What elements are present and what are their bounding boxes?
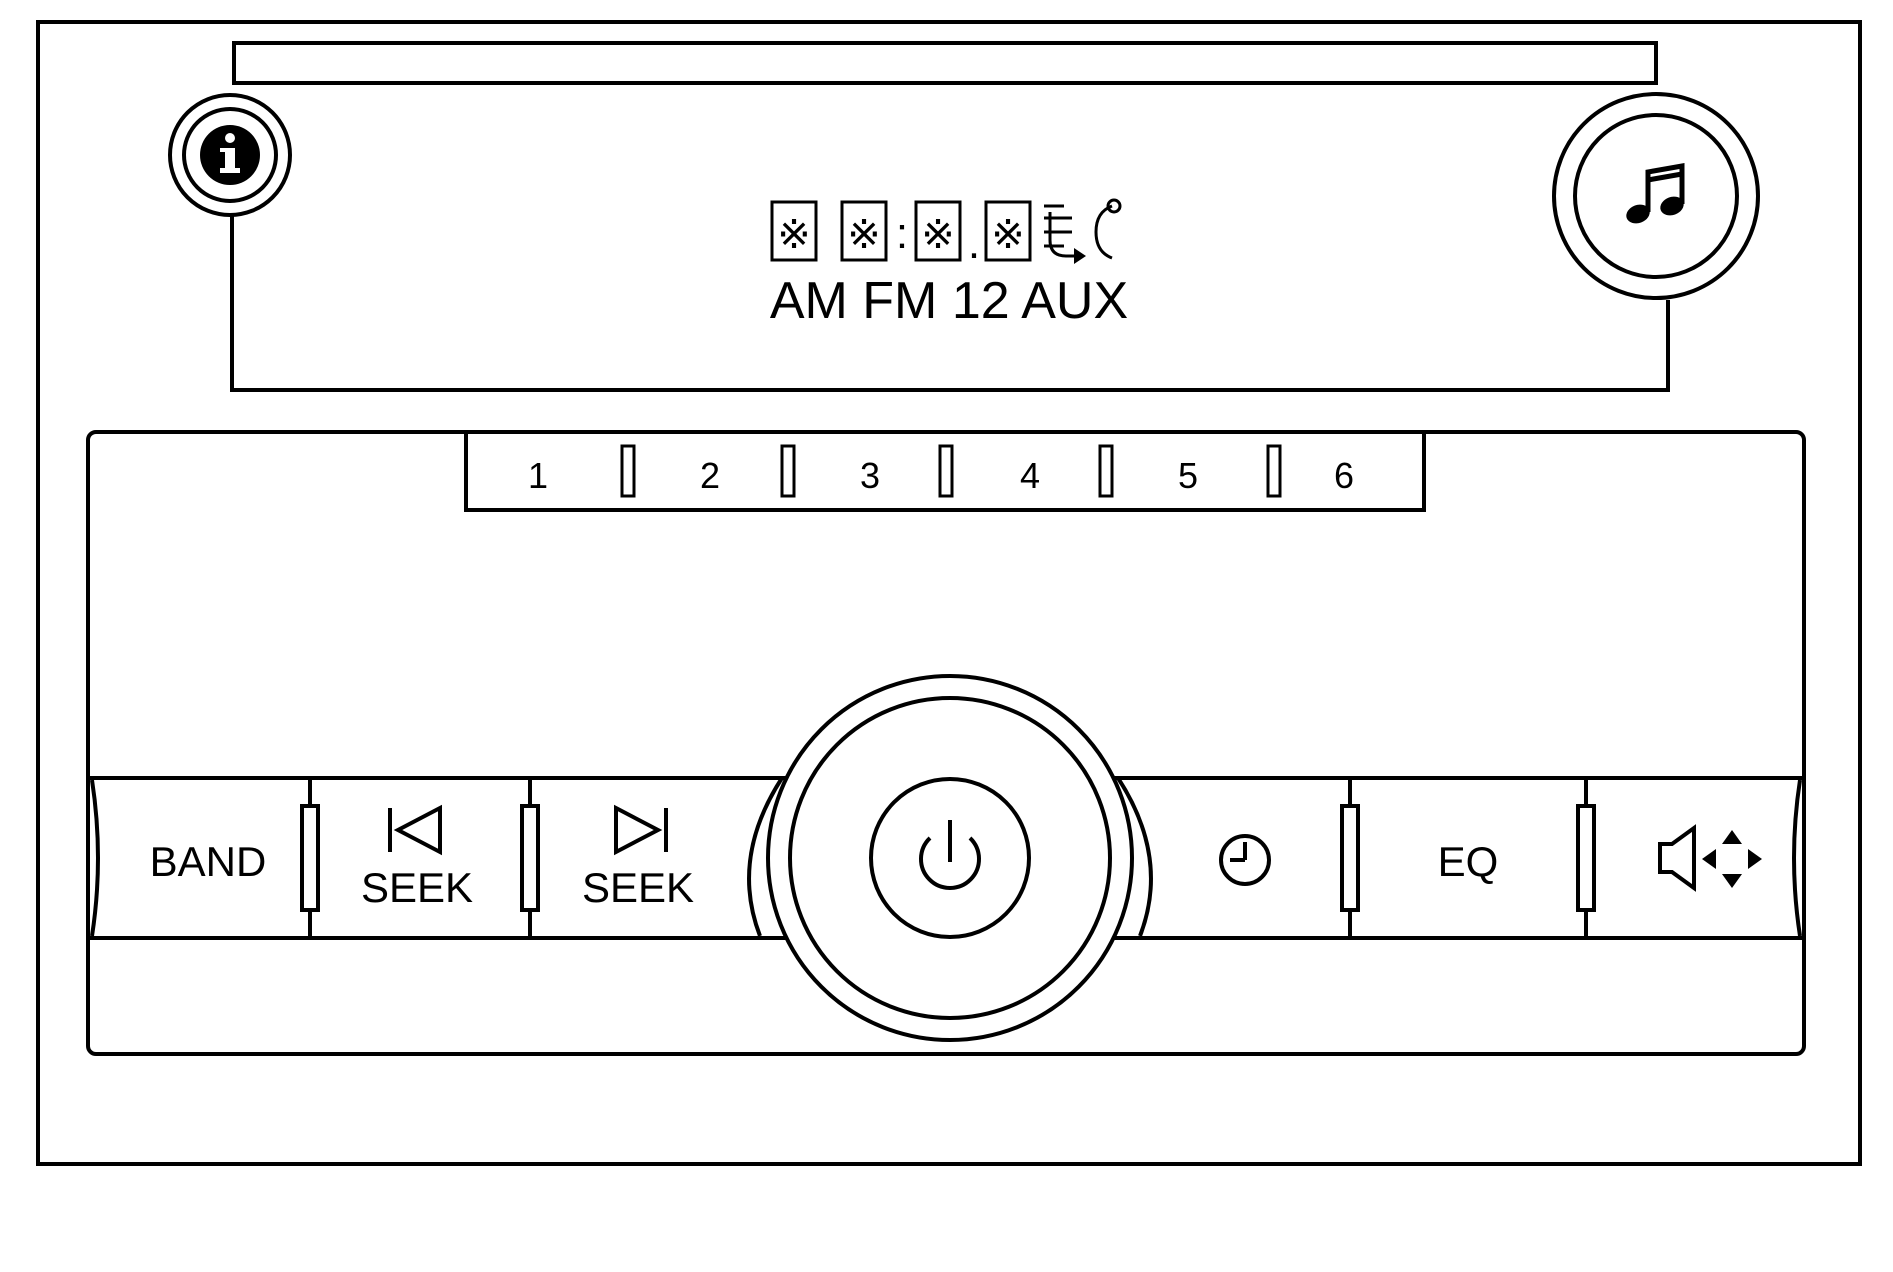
band-button[interactable]: BAND: [150, 838, 267, 885]
speaker-arrows-icon: [1658, 824, 1762, 892]
display-status-line: AM FM 12 AUX: [770, 272, 1128, 330]
preset-bar: [464, 430, 1426, 512]
power-volume-knob[interactable]: [747, 674, 1153, 1042]
preset-button-5[interactable]: 5: [1178, 455, 1198, 496]
repeat-indicator-icon: [1044, 198, 1122, 264]
segment-separator: .: [968, 219, 980, 268]
info-icon: [200, 125, 260, 185]
segment-glyph: ※: [921, 213, 955, 257]
skip-forward-icon: [614, 804, 668, 856]
segment-glyph: ※: [777, 213, 811, 257]
segment-digit: ※: [840, 200, 888, 262]
clock-icon: [1219, 834, 1271, 886]
preset-button-3[interactable]: 3: [860, 455, 880, 496]
seek-back-button[interactable]: SEEK: [361, 804, 473, 911]
seek-back-label: SEEK: [361, 864, 473, 911]
info-button[interactable]: [168, 93, 292, 217]
segment-separator: :: [896, 209, 908, 258]
clock-button[interactable]: [1219, 834, 1271, 886]
preset-button-6[interactable]: 6: [1334, 455, 1354, 496]
audio-button[interactable]: [1658, 824, 1762, 892]
display-panel: [230, 210, 1670, 392]
eq-button[interactable]: EQ: [1438, 838, 1499, 885]
segment-digit: ※: [984, 200, 1032, 262]
button-dividers: [300, 778, 1596, 938]
disc-slot: [232, 41, 1658, 85]
preset-button-4[interactable]: 4: [1020, 455, 1040, 496]
segment-digit: ※: [770, 200, 818, 262]
seek-forward-button[interactable]: SEEK: [582, 804, 694, 911]
preset-dividers: [620, 444, 1282, 498]
music-button[interactable]: [1552, 92, 1760, 300]
segment-glyph: ※: [991, 213, 1025, 257]
preset-button-2[interactable]: 2: [700, 455, 720, 496]
preset-button-1[interactable]: 1: [528, 455, 548, 496]
segment-glyph: ※: [847, 213, 881, 257]
outer-frame: [36, 20, 1862, 1166]
button-strip: [90, 776, 1802, 940]
power-icon: [919, 820, 981, 890]
segment-digit: ※: [914, 200, 962, 262]
seek-forward-label: SEEK: [582, 864, 694, 911]
music-note-icon: [1626, 163, 1685, 224]
segment-display: ※ ※ : ※ . ※: [770, 198, 1122, 268]
skip-back-icon: [388, 804, 442, 856]
